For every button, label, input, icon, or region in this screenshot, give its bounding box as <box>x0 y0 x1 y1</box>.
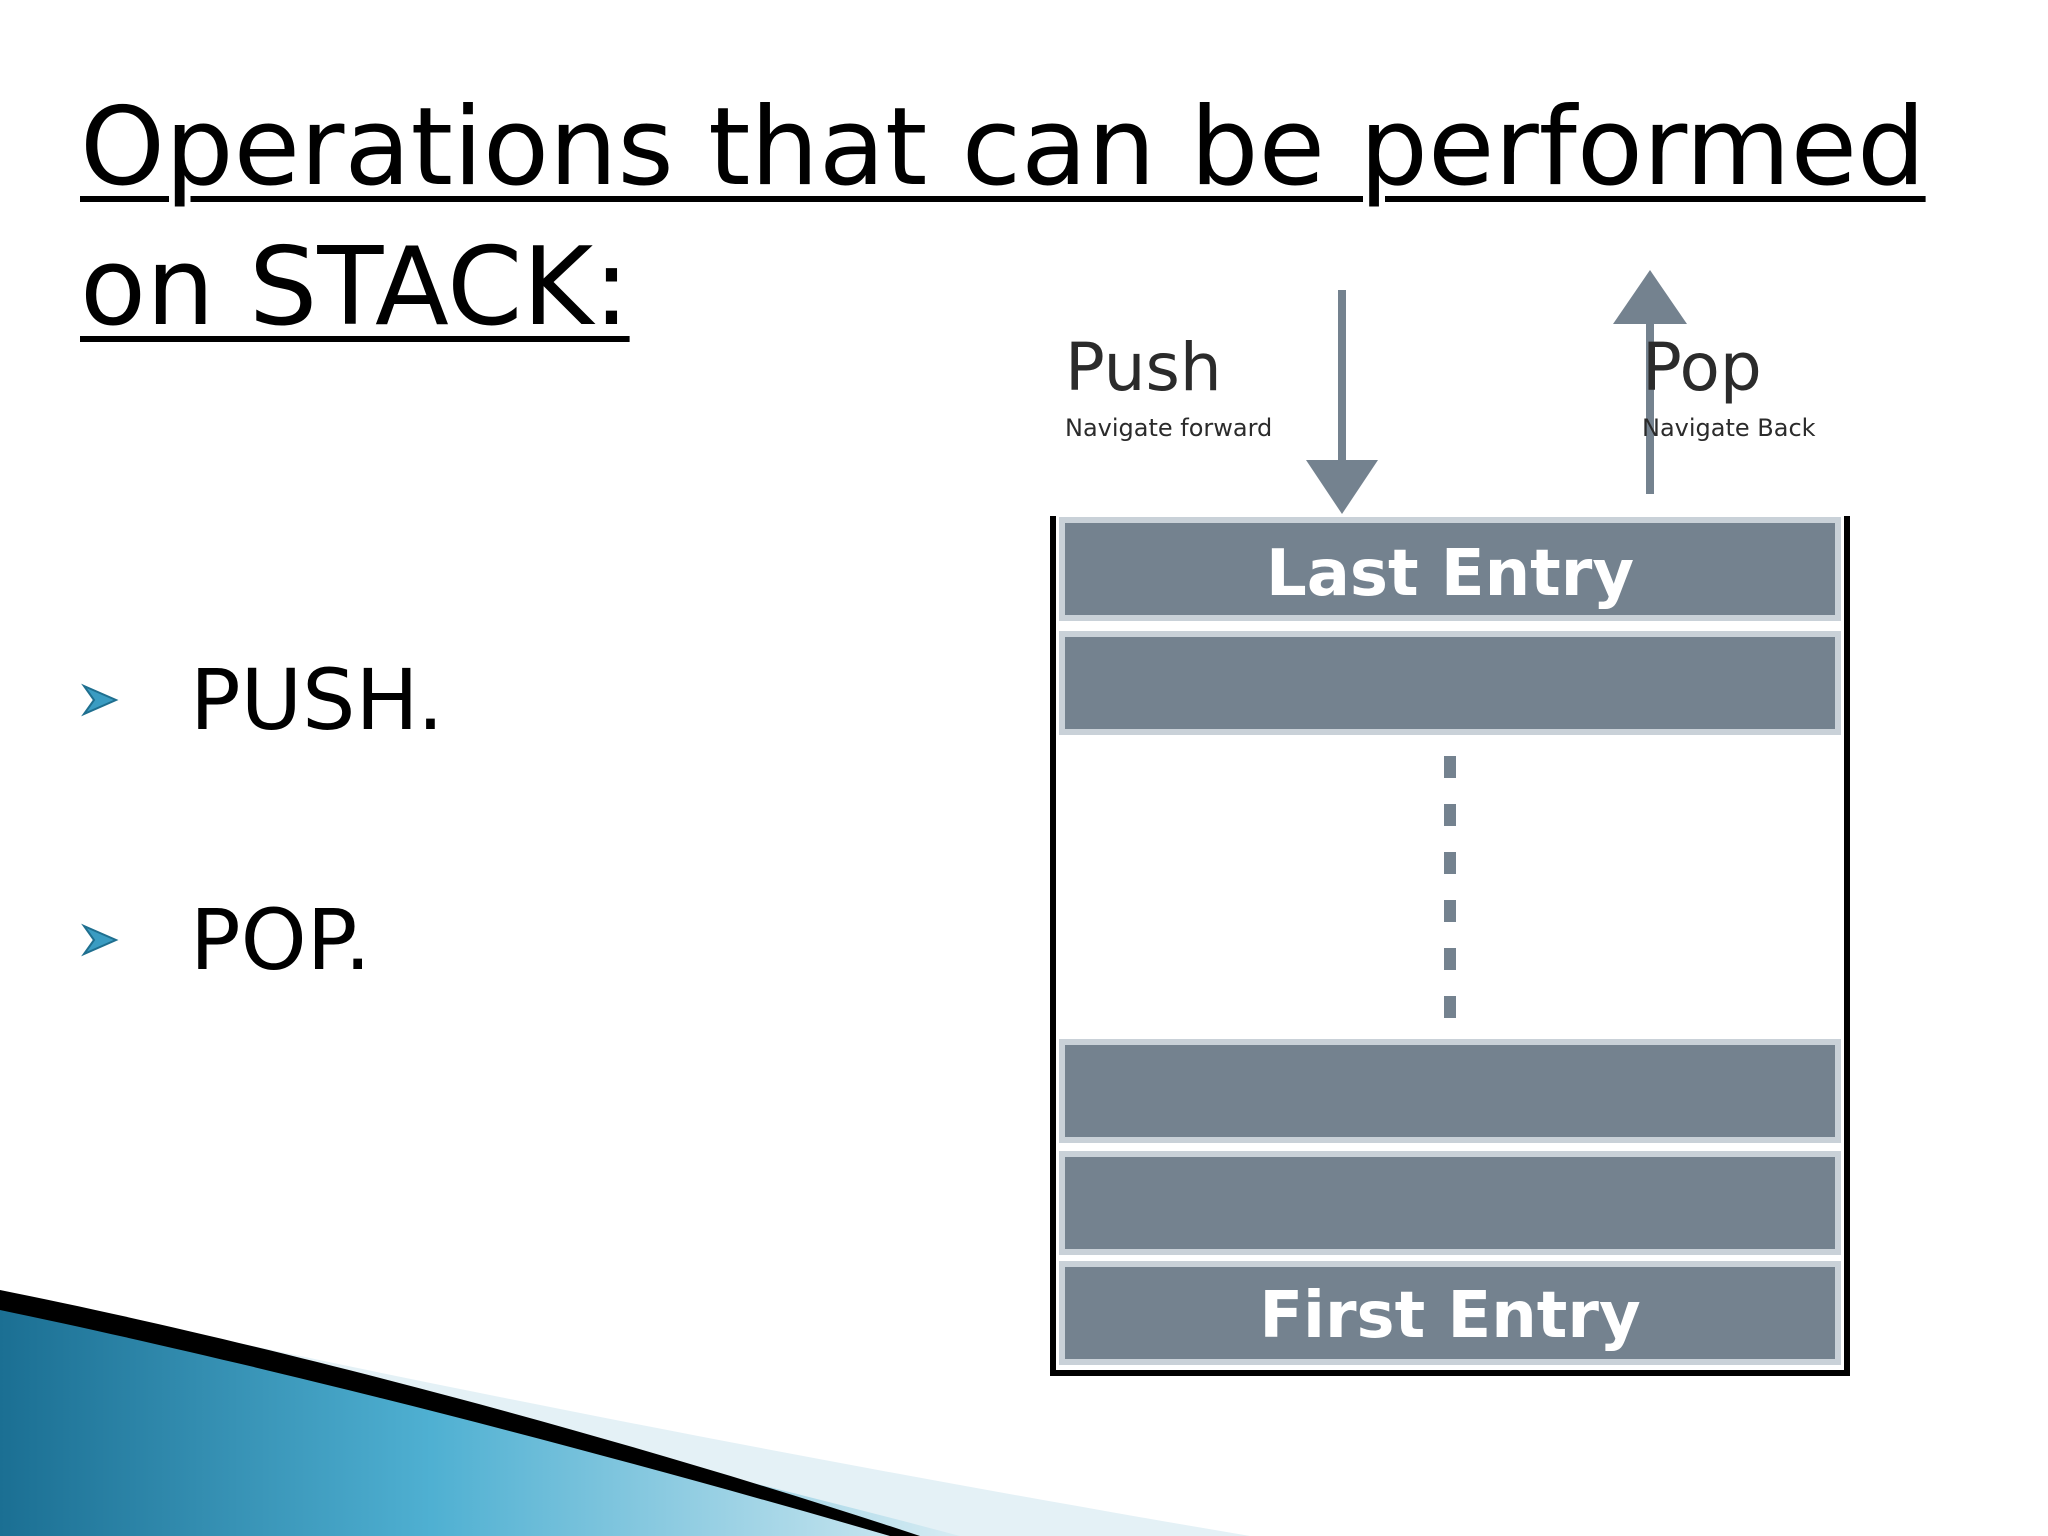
bullet-list: PUSH. POP. <box>80 640 444 1120</box>
first-entry-label: First Entry <box>1259 1279 1640 1353</box>
bullet-text: POP. <box>190 891 372 989</box>
ellipsis-dots <box>1444 756 1456 1018</box>
list-item: PUSH. <box>80 640 444 760</box>
pop-label: Pop <box>1642 329 1762 406</box>
stack-cell-top: Last Entry <box>1059 517 1841 621</box>
page-title: Operations that can be performed on STAC… <box>80 85 1926 350</box>
last-entry-label: Last Entry <box>1266 537 1634 611</box>
stack-cell <box>1059 631 1841 735</box>
stack-diagram: Push Navigate forward Pop Navigate Back … <box>1050 270 1850 1376</box>
stack-cell <box>1059 1039 1841 1143</box>
stack-cell-bottom: First Entry <box>1059 1261 1841 1365</box>
stack-cell <box>1059 1151 1841 1255</box>
arrowhead-bullet-icon <box>80 910 190 970</box>
stack-container <box>1050 516 1850 1376</box>
pop-sublabel: Navigate Back <box>1642 414 1816 442</box>
push-sublabel: Navigate forward <box>1065 414 1272 442</box>
push-arrow-icon <box>1306 290 1378 514</box>
pop-arrow-icon <box>1613 270 1687 494</box>
push-label: Push <box>1065 329 1222 406</box>
list-item: POP. <box>80 880 444 1000</box>
arrowhead-bullet-icon <box>80 670 190 730</box>
bullet-text: PUSH. <box>190 651 444 749</box>
